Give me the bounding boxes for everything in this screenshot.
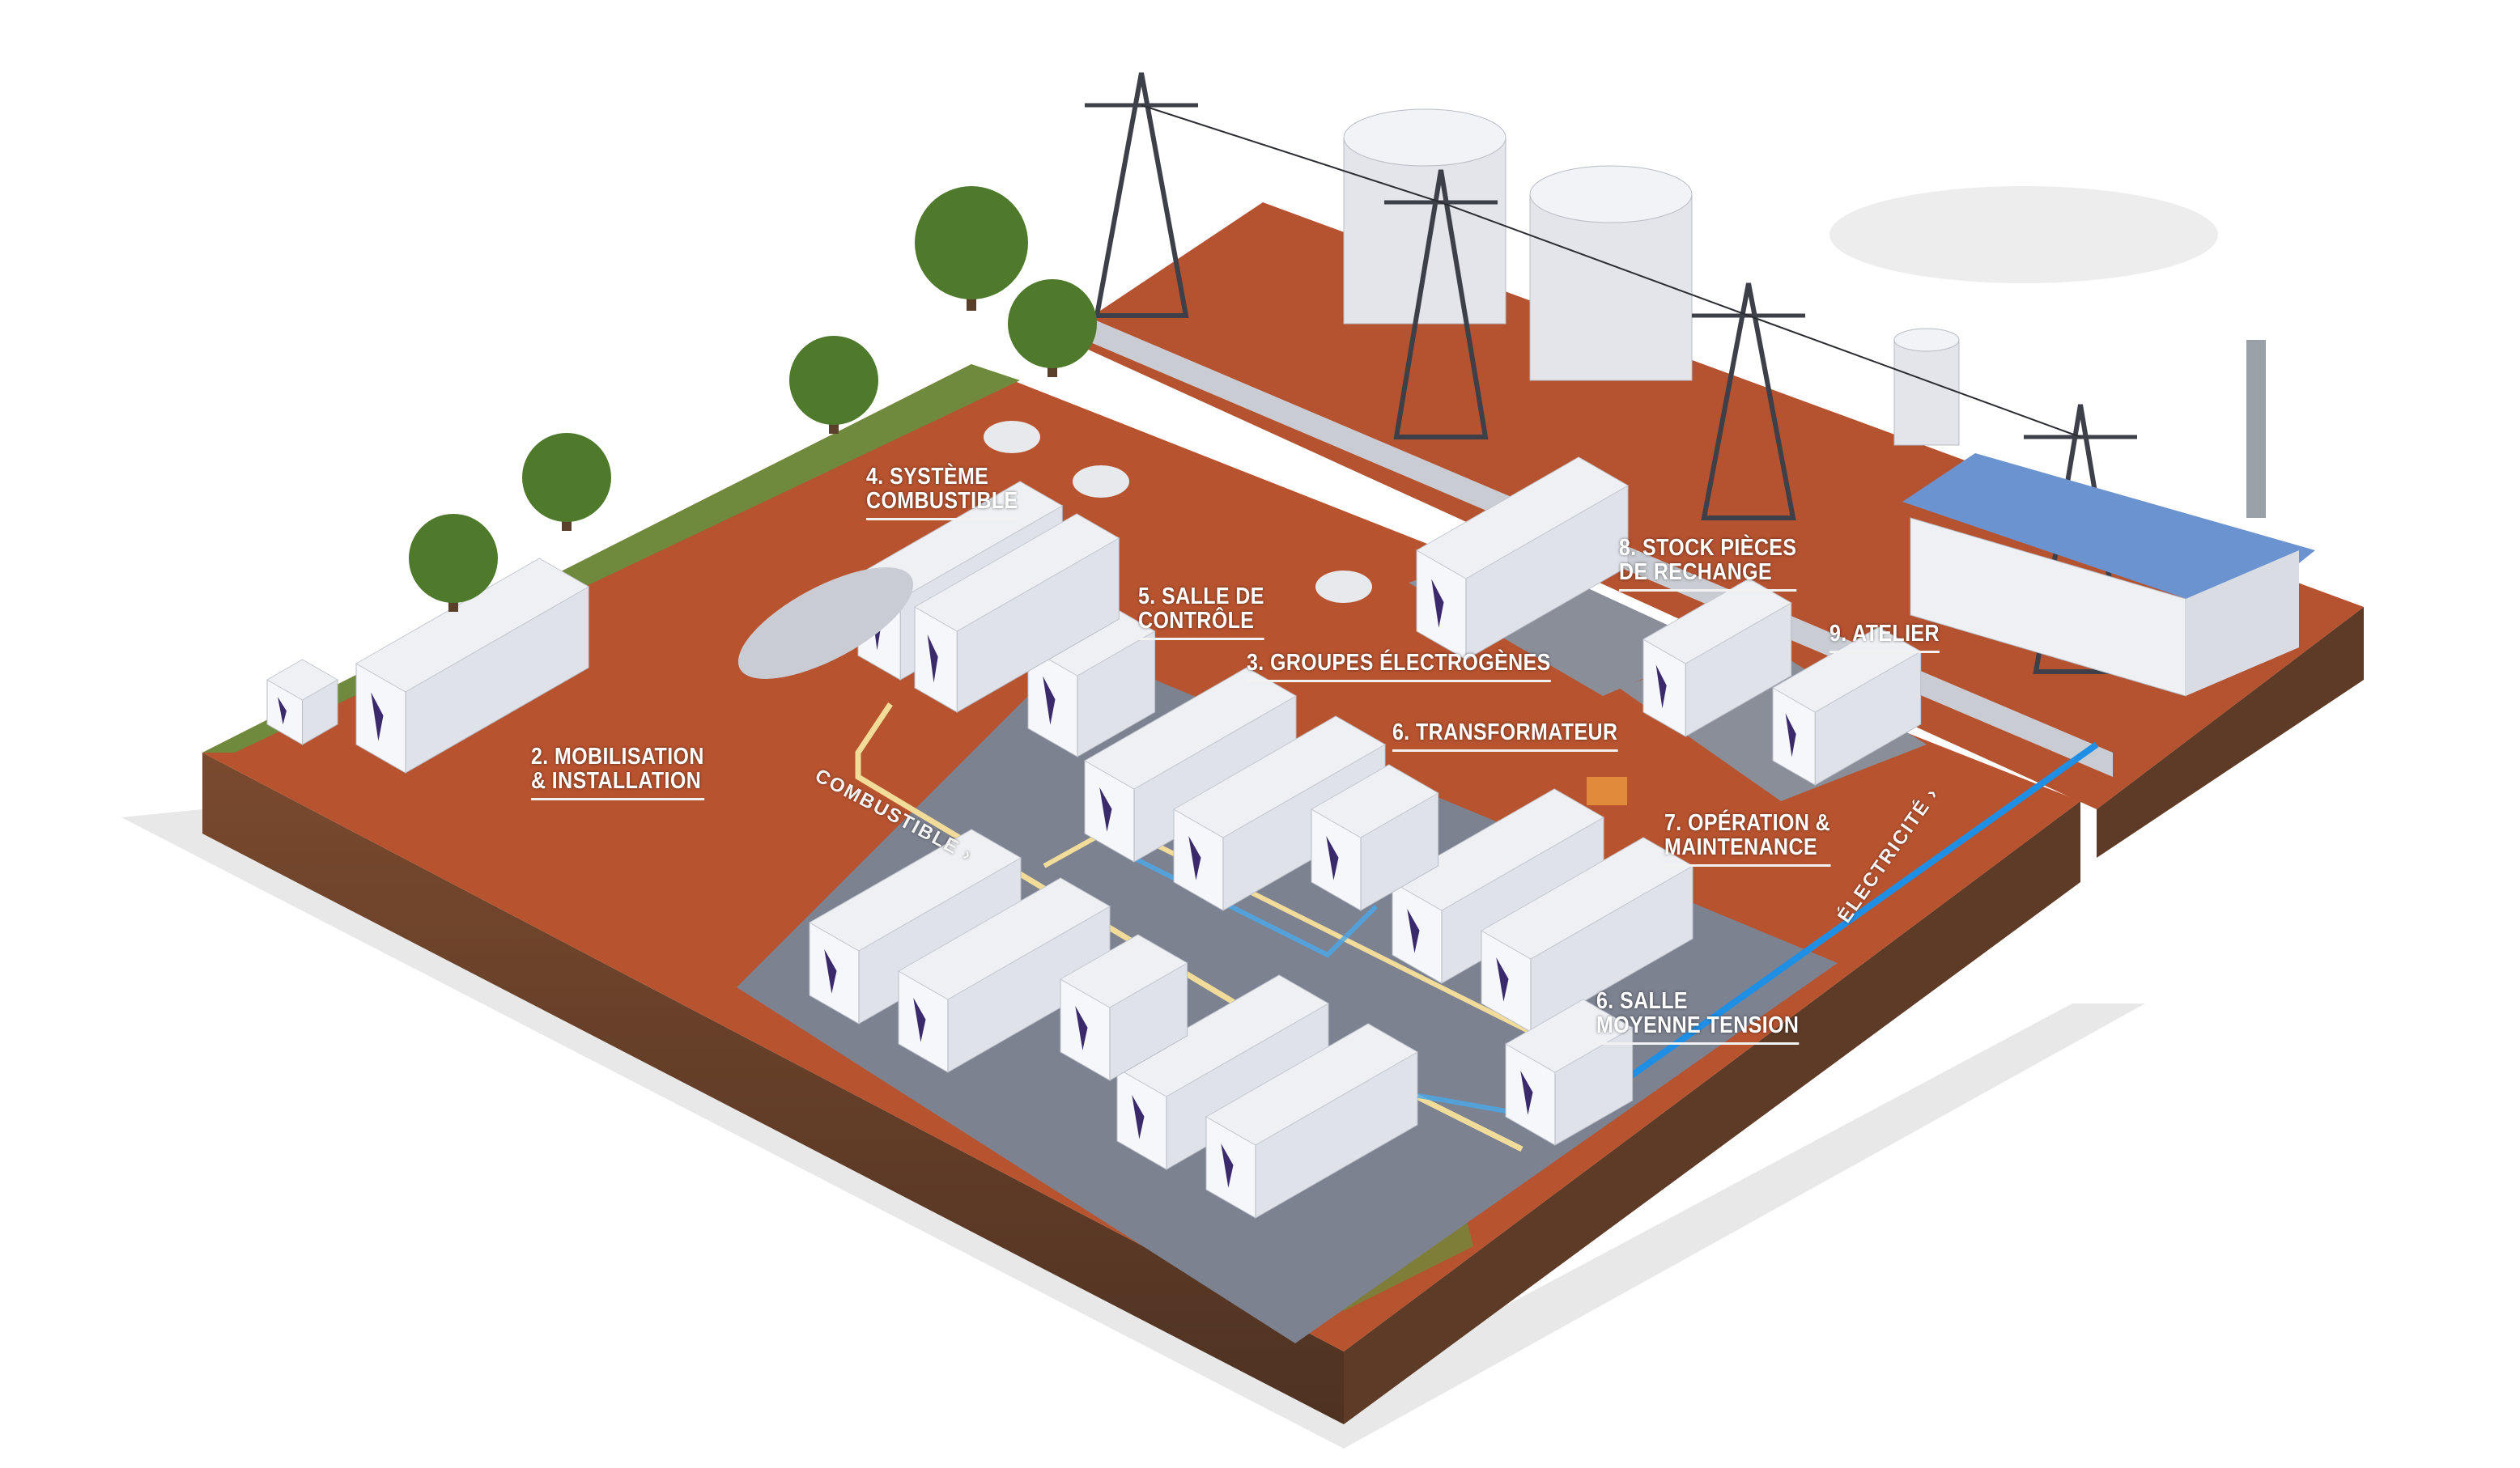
transmission-tower	[1094, 72, 1189, 318]
container-roof	[1310, 764, 1439, 838]
pickup-truck	[1073, 465, 1129, 498]
generator-container	[1172, 715, 1387, 911]
mv-room-container	[1504, 999, 1634, 1146]
electricity-line	[1617, 741, 2099, 1088]
brand-logo-icon	[1326, 836, 1339, 880]
generator-container	[1480, 837, 1694, 1033]
label-operation-maintenance: 7. OPÉRATION &MAINTENANCE	[1664, 811, 1831, 867]
brand-logo-icon	[1043, 676, 1056, 725]
label-transformer: 6. TRANSFORMATEUR	[1392, 720, 1618, 752]
pickup-truck	[984, 421, 1040, 453]
label-mobilisation: 2. MOBILISATION& INSTALLATION	[531, 745, 704, 800]
container-roof	[1172, 715, 1387, 838]
chimney	[2246, 340, 2266, 518]
power-line-wires	[1141, 104, 2081, 438]
container-roof	[913, 513, 1120, 632]
brand-logo-icon	[1520, 1071, 1533, 1115]
tree-canopy	[915, 186, 1028, 299]
label-generator-sets: 3. GROUPES ÉLECTROGÈNES	[1247, 651, 1551, 682]
label-workshop: 9. ATELIER	[1829, 622, 1940, 653]
workshop-container	[1642, 578, 1792, 737]
ground-industrial	[1085, 202, 2364, 809]
container-roof	[1504, 999, 1634, 1073]
brand-logo-icon	[1407, 909, 1420, 953]
smoke-plume	[1829, 186, 2218, 283]
fuel-tank-container	[913, 513, 1120, 713]
workshop-roof	[1902, 453, 2315, 615]
brand-logo-icon	[1221, 1143, 1234, 1188]
brand-logo-icon	[927, 634, 938, 683]
storage-tank	[1343, 137, 1506, 325]
container-roof	[1415, 456, 1630, 579]
transmission-tower	[1393, 169, 1489, 439]
container-roof	[1083, 667, 1298, 790]
control-room-container	[1026, 602, 1156, 757]
container-roof	[1059, 934, 1188, 1008]
brand-logo-icon	[1075, 1006, 1088, 1050]
storage-tank	[1529, 193, 1693, 381]
workshop-container	[1771, 626, 1922, 786]
soil-side-left	[202, 753, 1344, 1424]
container-roof	[808, 829, 1022, 952]
container-roof	[1205, 1023, 1419, 1146]
forklift	[1587, 777, 1627, 805]
container-roof	[1642, 578, 1792, 664]
brand-logo-icon	[1655, 664, 1667, 709]
storage-tank-top	[1529, 165, 1693, 223]
storage-tank-top	[1343, 108, 1506, 167]
soil-side-right	[1344, 801, 2080, 1424]
brand-logo-icon	[1132, 1095, 1145, 1139]
brand-logo-icon	[1431, 579, 1444, 628]
generator-container	[1205, 1023, 1419, 1219]
brand-logo-icon	[1785, 713, 1796, 757]
auxiliary-container	[1059, 934, 1188, 1081]
tree-canopy	[409, 514, 498, 603]
soil-side-right-industrial	[2097, 607, 2364, 858]
guard-booth	[266, 659, 339, 745]
container-roof	[1391, 788, 1605, 911]
container-roof	[266, 659, 339, 701]
storage-tank	[1893, 339, 1960, 446]
container-roof	[897, 877, 1111, 1000]
brand-logo-icon	[371, 692, 384, 741]
brand-logo-icon	[1099, 787, 1112, 832]
brand-logo-icon	[824, 949, 837, 994]
tree-canopy	[1008, 279, 1097, 368]
brand-logo-icon	[913, 998, 926, 1042]
tree-canopy	[522, 433, 611, 522]
brand-logo-icon	[278, 697, 287, 725]
mobilisation-trailer-container	[355, 558, 590, 774]
brand-logo-icon	[1188, 836, 1201, 880]
brand-logo-icon	[1496, 957, 1509, 1002]
fuel-tanker-truck	[737, 567, 914, 679]
transmission-tower	[1701, 282, 1796, 520]
pickup-truck	[1315, 571, 1372, 603]
tree-canopy	[789, 336, 878, 425]
spare-parts-container	[1415, 456, 1630, 660]
storage-tank-top	[1893, 328, 1960, 352]
container-roof	[1116, 974, 1330, 1097]
workshop-building-side	[2186, 550, 2299, 696]
transformer-container	[1310, 764, 1439, 911]
